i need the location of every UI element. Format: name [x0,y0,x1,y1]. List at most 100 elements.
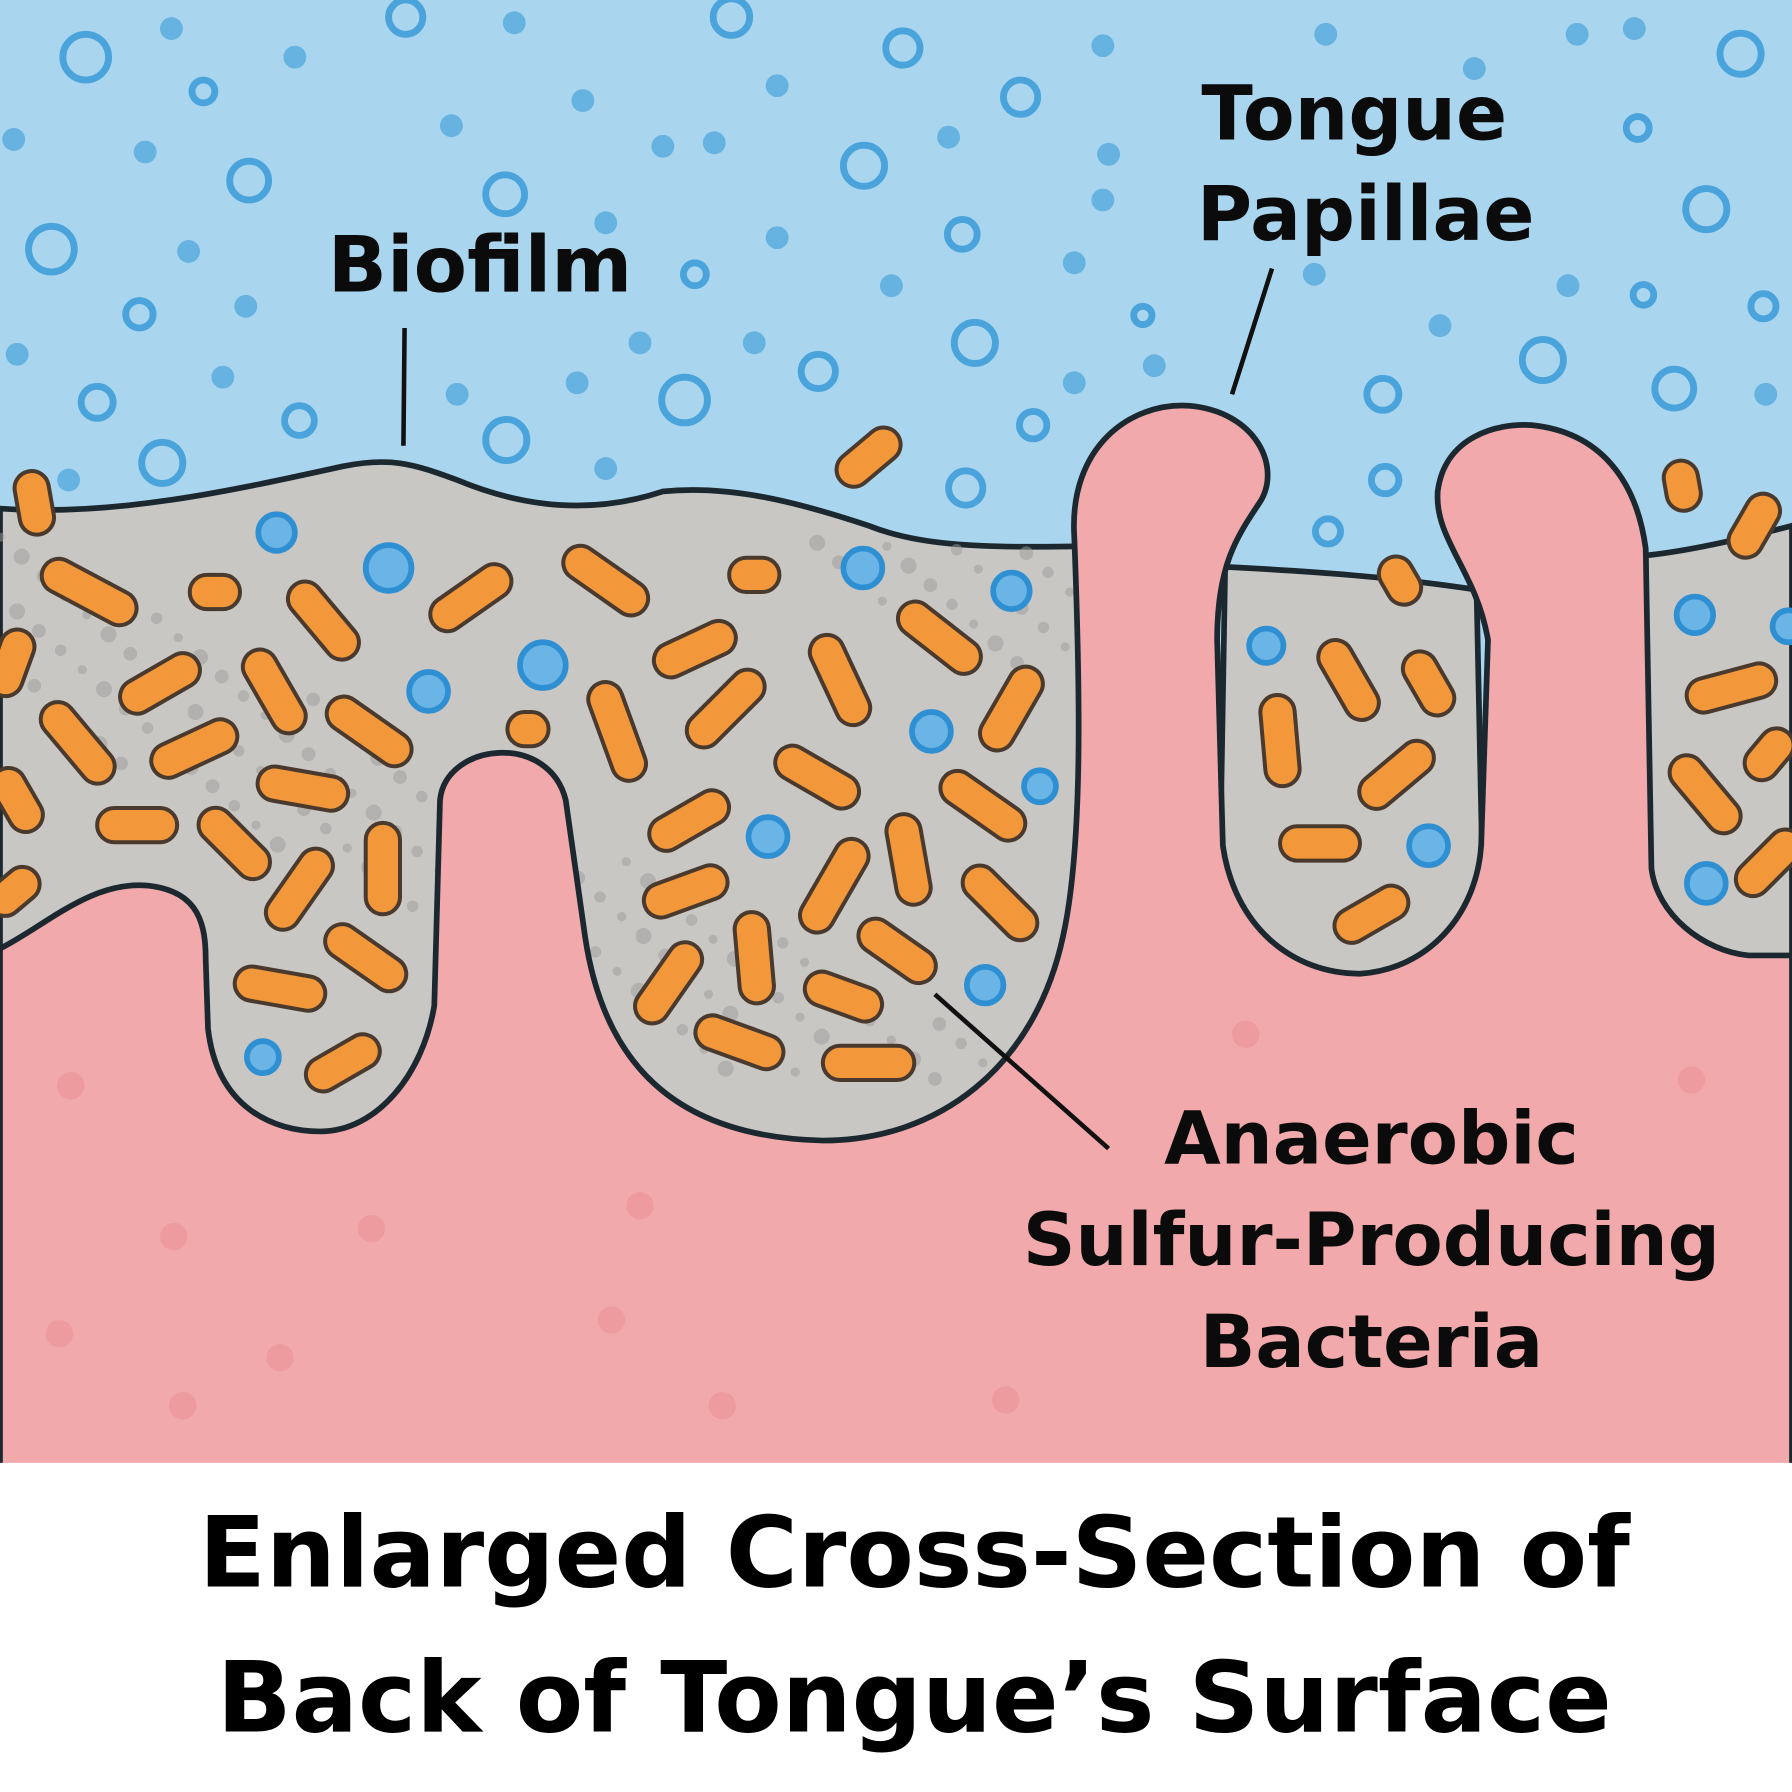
tissue-cell [1232,1020,1260,1048]
tissue-cell [708,1392,736,1420]
biofilm-speck [365,804,382,821]
bacterium [303,1032,382,1094]
bubble-dot [628,331,652,355]
bubble-dot [594,211,618,235]
bacterium [561,543,651,618]
bubble-dot [1091,188,1115,212]
bubble-dot [1462,57,1486,80]
biofilm-speck [320,822,332,835]
tissue-cells [45,1020,1706,1420]
biofilm-speck [950,544,963,556]
biofilm-speck [1037,621,1050,634]
biofilm-speck [77,665,87,675]
biofilm-speck [233,745,245,757]
tissue-cell [266,1344,294,1372]
bacterium [149,717,240,780]
biofilm-speck [589,946,602,958]
bacteria-pointer [933,992,1111,1151]
biofilm-speck [809,534,826,551]
bacterium [323,922,409,994]
biofilm-bubble [745,814,791,859]
bubble-ring [482,416,531,464]
bubble-dot [765,226,789,250]
bubble-dot [1142,354,1166,378]
biofilm-label: Biofilm [328,220,632,310]
bacterium [651,618,738,680]
biofilm-pointer [401,327,407,446]
biofilm-speck [1042,566,1054,579]
biofilm-speck [9,603,26,620]
biofilm-speck [978,1058,988,1068]
biofilm-speck [955,1037,967,1050]
biofilm-bubble [1406,823,1451,868]
papillae-pointer [1229,267,1275,395]
bacterium [820,1043,917,1082]
biofilm-speck [301,747,316,762]
bubble-dot [502,11,526,35]
bacterium [0,864,42,918]
bubble-ring [59,30,112,84]
bubble-ring [122,297,157,332]
bacterium [856,916,938,986]
bacterium [1332,883,1411,945]
bubble-ring [281,402,318,439]
tissue-cell [1472,1129,1500,1157]
biofilm-speck [886,1035,896,1045]
tissue-cell [45,1320,74,1348]
biofilm-speck [708,934,718,944]
bubble-dot [1062,371,1086,395]
biofilm-bubble [1021,767,1059,806]
biofilm-speck [214,669,229,684]
bubble-dot [594,457,618,480]
biofilm-speck [923,578,938,592]
bacterium [977,664,1045,753]
bacterium [732,910,776,1006]
bubble-ring [709,0,754,39]
bubble-ring [1716,29,1765,78]
bubble-dot [1556,274,1580,298]
biofilm-bubble [909,709,954,754]
tissue-cell [597,1306,626,1334]
bubble-ring [950,318,999,367]
biofilm-speck [173,633,183,643]
title-line1: Enlarged Cross-Section of [199,1496,1631,1610]
biofilm-speck [306,692,320,707]
biofilm-speck [100,626,117,643]
bacterium [1684,661,1779,715]
bubble-ring [1000,76,1042,118]
bacterium [960,863,1040,943]
biofilm-bubble [255,511,298,554]
bubble-ring [77,382,117,422]
biofilm-speck [205,779,220,794]
bubble-ring [1368,462,1403,498]
bubble-ring [1629,281,1658,309]
bubble-ring [25,222,78,276]
bubble-ring [1622,113,1653,143]
bacterium [1400,649,1457,718]
biofilm-speck [187,704,204,720]
biofilm-speck [406,900,419,912]
biofilm-speck [717,1060,734,1077]
bubble-dot [1091,34,1115,58]
biofilm-speck [342,843,352,853]
biofilm-speck [1060,642,1070,652]
papillae-label-line2: Papillae [1197,170,1535,258]
bacterium [1316,638,1381,722]
biofilm-speck [32,624,46,638]
biofilm-speck [676,1024,688,1036]
biofilm-speck [0,532,5,542]
bacteria-label-line2: Sulfur-Producing [1023,1198,1720,1283]
label-lines [401,267,1275,1151]
biofilm-speck [946,598,958,611]
biofilm-speck [1019,546,1034,560]
bacterium [1258,692,1302,789]
tissue-cell [169,1392,197,1420]
bubble-dot [937,125,960,149]
biofilm-bubble [964,964,1007,1007]
bacterium [834,425,903,489]
biofilm-speck [969,619,979,629]
bubble-ring [945,467,987,509]
bubble-dot [765,74,789,98]
